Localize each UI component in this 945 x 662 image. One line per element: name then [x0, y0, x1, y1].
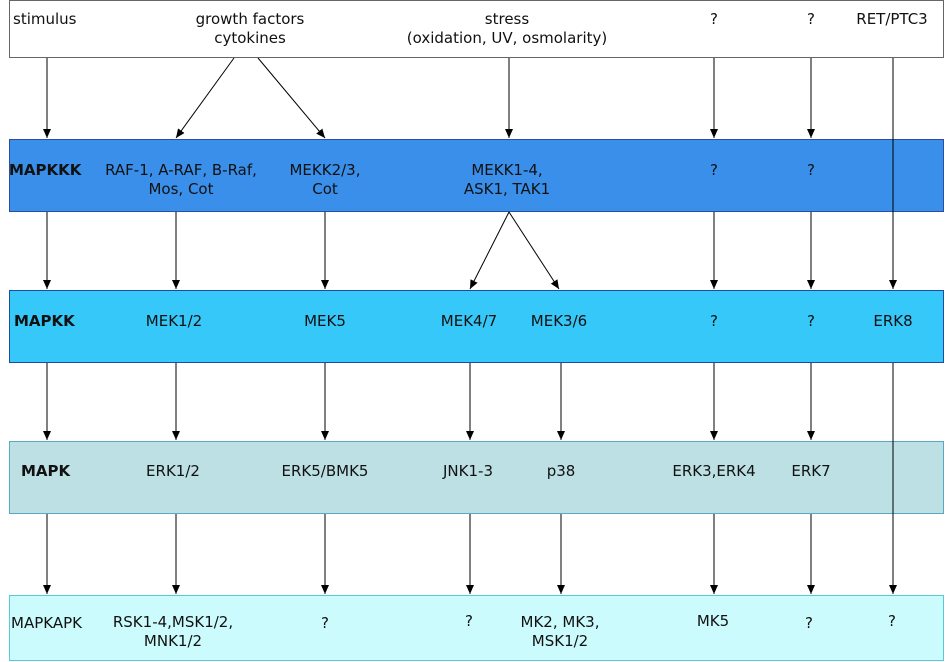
mek36-text: MEK3/6 — [530, 312, 588, 330]
erk34-text: ERK3,ERK4 — [672, 462, 756, 480]
erk5-text: ERK5/BMK5 — [281, 462, 369, 480]
mapkapk-unknown-jnk: ? — [465, 612, 473, 630]
jnk-text: JNK1-3 — [443, 462, 493, 480]
stimulus-label: stimulus — [13, 10, 77, 28]
mapkapk-band — [9, 595, 944, 661]
mk2-text: MK2, MK3,MSK1/2 — [520, 613, 600, 650]
mapkapk-label: MAPKAPK — [11, 614, 82, 632]
mapkkk-band — [9, 139, 944, 212]
mapk-label: MAPK — [21, 462, 71, 480]
arrow-growth-to-mekk23 — [257, 57, 326, 139]
mek12-text: MEK1/2 — [145, 312, 203, 330]
arrow-mekk14-to-mek36 — [508, 211, 560, 290]
mapkk-label: MAPKK — [14, 312, 75, 330]
mek5-text: MEK5 — [304, 312, 346, 330]
mk5-text: MK5 — [696, 612, 730, 630]
erk8-text: ERK8 — [873, 312, 913, 330]
erk12-text: ERK1/2 — [146, 462, 200, 480]
mapk-band — [9, 441, 944, 514]
mapkk-unknown-1: ? — [710, 312, 718, 330]
rsk-text: RSK1-4,MSK1/2,MNK1/2 — [112, 613, 234, 650]
stress-text: stress(oxidation, UV, osmolarity) — [406, 10, 608, 47]
mek47-text: MEK4/7 — [440, 312, 498, 330]
mekk14-text: MEKK1-4,ASK1, TAK1 — [463, 161, 551, 198]
mapkapk-unknown-erk5: ? — [321, 614, 329, 632]
mapkkk-unknown-1: ? — [710, 161, 718, 179]
erk7-text: ERK7 — [791, 462, 831, 480]
stimulus-unknown-2: ? — [807, 10, 815, 28]
p38-text: p38 — [546, 462, 576, 480]
arrow-growth-to-raf — [175, 57, 235, 139]
mapkk-unknown-2: ? — [807, 312, 815, 330]
mekk23-text: MEKK2/3,Cot — [289, 161, 361, 198]
mapkkk-unknown-2: ? — [807, 161, 815, 179]
arrow-mekk14-to-mek47 — [469, 211, 510, 290]
stimulus-unknown-1: ? — [710, 10, 718, 28]
mapkapk-unknown-erk7: ? — [805, 614, 813, 632]
raf-text: RAF-1, A-RAF, B-Raf,Mos, Cot — [105, 161, 257, 198]
stimulus-band — [9, 0, 944, 58]
mapkapk-unknown-erk8: ? — [888, 612, 896, 630]
mapkk-band — [9, 290, 944, 363]
ret-ptc3-text: RET/PTC3 — [856, 10, 928, 28]
mapkkk-label: MAPKKK — [9, 161, 82, 179]
